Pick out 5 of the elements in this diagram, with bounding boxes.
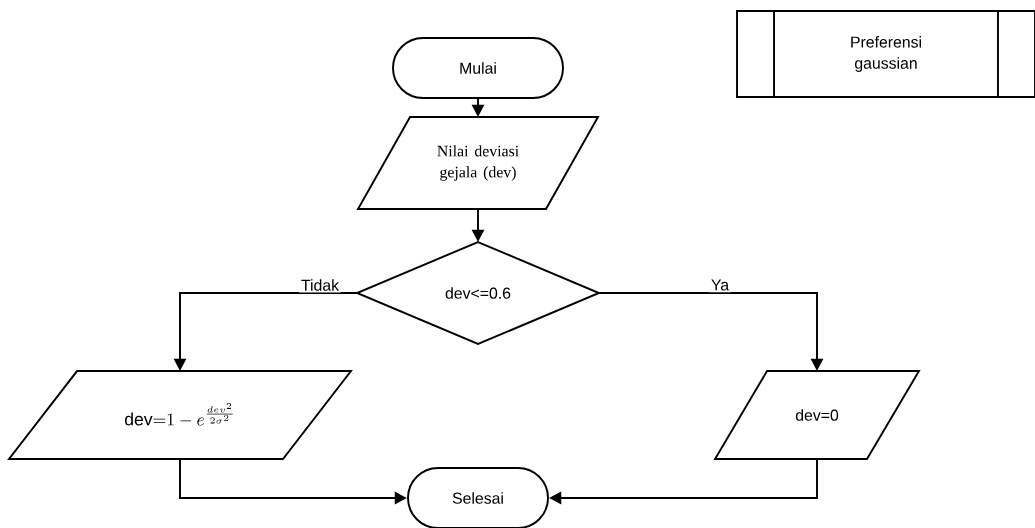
terminal-box: Mulai — [392, 37, 564, 99]
edge-label: Ya — [709, 277, 731, 293]
edge-label: Tidak — [299, 277, 341, 293]
terminal-box: Selesai — [407, 467, 549, 528]
predefined-process-box: Preferensi gaussian — [736, 9, 1035, 99]
